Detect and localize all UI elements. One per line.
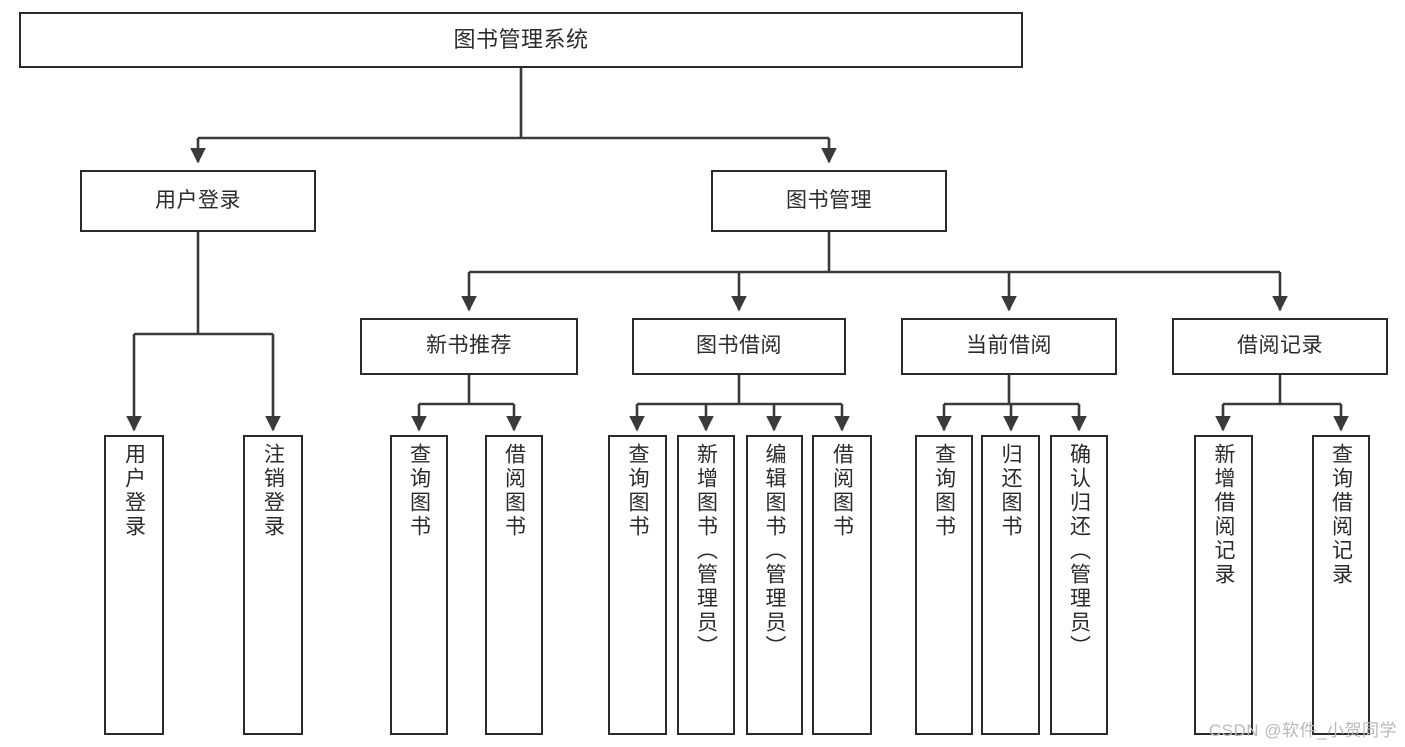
- leaf-current-borrow-confirm-return-admin[interactable]: 确认归还（管理员）: [1050, 435, 1108, 735]
- node-label: 用户登录: [155, 188, 241, 212]
- leaf-user-login-login[interactable]: 用户登录: [104, 435, 164, 735]
- leaf-new-book-query-book[interactable]: 查询图书: [390, 435, 448, 735]
- leaf-user-login-logout[interactable]: 注销登录: [243, 435, 303, 735]
- watermark-csdn: CSDN @软件_小贺同学: [1208, 721, 1397, 740]
- node-user-login[interactable]: 用户登录: [80, 170, 316, 232]
- node-label: 注销登录: [261, 443, 285, 539]
- node-label: 当前借阅: [966, 334, 1052, 358]
- leaf-current-borrow-return-book[interactable]: 归还图书: [981, 435, 1040, 735]
- leaf-new-book-borrow-book[interactable]: 借阅图书: [485, 435, 543, 735]
- node-root-book-management-system[interactable]: 图书管理系统: [19, 12, 1023, 68]
- leaf-book-borrow-add-book-admin[interactable]: 新增图书（管理员）: [677, 435, 735, 735]
- leaf-book-borrow-edit-book-admin[interactable]: 编辑图书（管理员）: [746, 435, 803, 735]
- node-label: 查询图书: [407, 443, 431, 539]
- leaf-current-borrow-query-book[interactable]: 查询图书: [915, 435, 973, 735]
- node-label: 编辑图书（管理员）: [763, 443, 786, 659]
- node-label: 新增图书（管理员）: [694, 443, 718, 659]
- leaf-borrow-record-query-record[interactable]: 查询借阅记录: [1312, 435, 1370, 735]
- node-label: 查询图书: [626, 443, 649, 539]
- node-book-management[interactable]: 图书管理: [711, 170, 947, 232]
- node-label: 图书借阅: [696, 334, 782, 358]
- node-label: 查询借阅记录: [1329, 443, 1353, 587]
- node-label: 确认归还（管理员）: [1067, 443, 1091, 659]
- node-label: 借阅图书: [502, 443, 526, 539]
- node-label: 图书管理: [786, 188, 872, 212]
- node-label: 借阅图书: [830, 443, 854, 539]
- leaf-borrow-record-add-record[interactable]: 新增借阅记录: [1194, 435, 1253, 735]
- node-label: 查询图书: [932, 443, 956, 539]
- node-label: 新书推荐: [426, 334, 512, 358]
- node-book-borrow[interactable]: 图书借阅: [632, 318, 846, 375]
- node-label: 用户登录: [122, 443, 146, 539]
- leaf-book-borrow-borrow-book[interactable]: 借阅图书: [812, 435, 872, 735]
- node-label: 借阅记录: [1237, 334, 1323, 358]
- node-label: 归还图书: [999, 443, 1022, 539]
- node-new-book-recommend[interactable]: 新书推荐: [360, 318, 578, 375]
- node-label: 图书管理系统: [453, 27, 589, 53]
- node-current-borrow[interactable]: 当前借阅: [901, 318, 1117, 375]
- node-label: 新增借阅记录: [1212, 443, 1235, 587]
- node-borrow-record[interactable]: 借阅记录: [1172, 318, 1388, 375]
- leaf-book-borrow-query-book[interactable]: 查询图书: [608, 435, 667, 735]
